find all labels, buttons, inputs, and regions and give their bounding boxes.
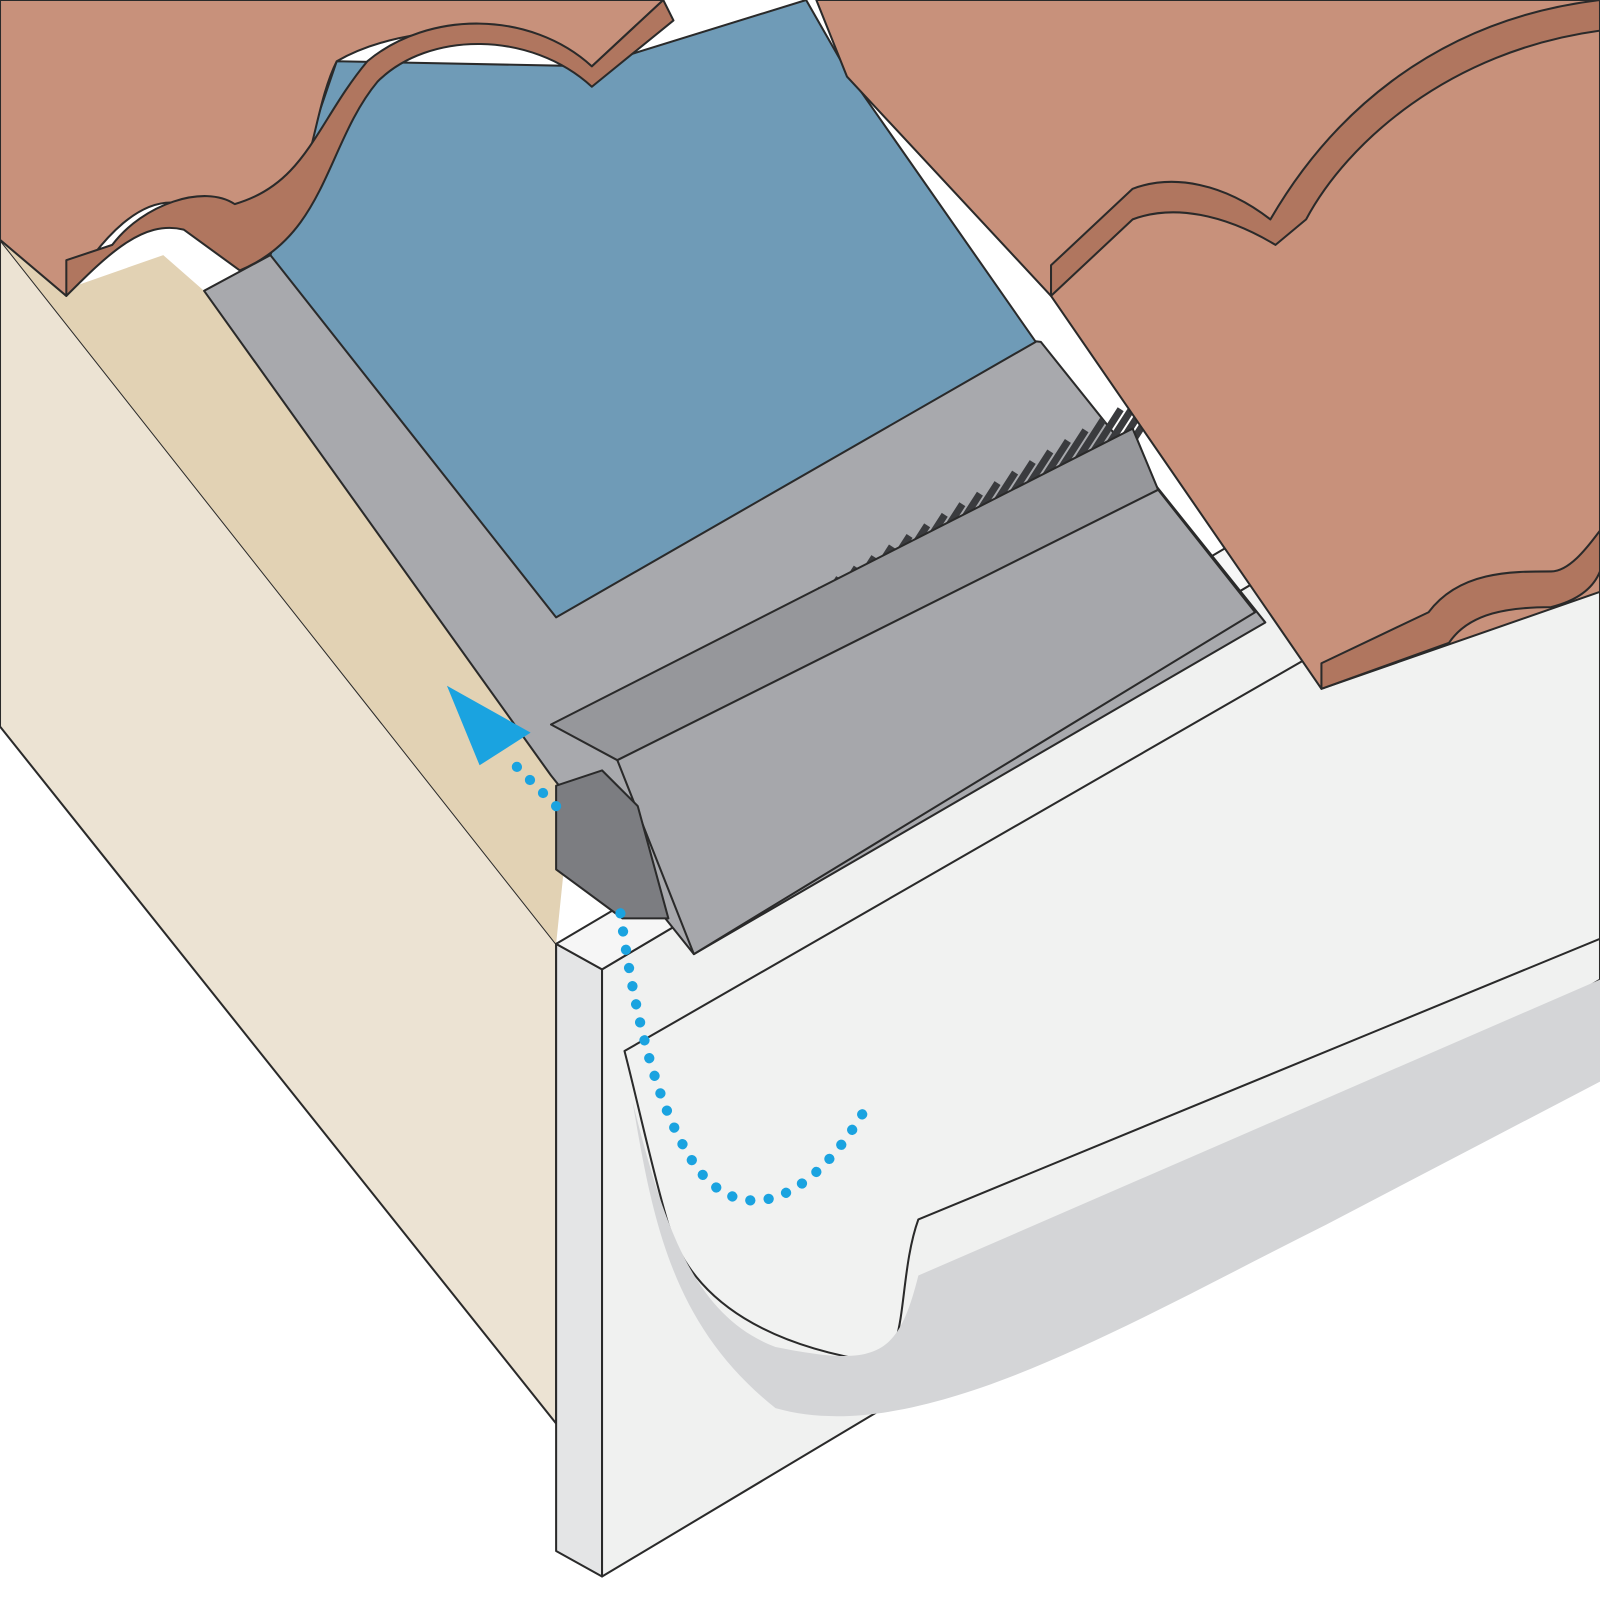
triangle-arrow-icon	[446, 685, 531, 766]
airflow-path	[505, 755, 875, 1206]
tile-profile-left	[65, 0, 675, 297]
eave-tray	[616, 488, 1257, 956]
tile-profile-right	[1050, 0, 1600, 297]
gutter-shadow	[632, 979, 1600, 1417]
wall-top-band	[0, 239, 572, 944]
fascia-edge	[555, 942, 604, 1578]
gutter	[623, 488, 1600, 1364]
tile-profile-right-lower	[1320, 529, 1600, 690]
eave-filler-block	[555, 769, 670, 920]
